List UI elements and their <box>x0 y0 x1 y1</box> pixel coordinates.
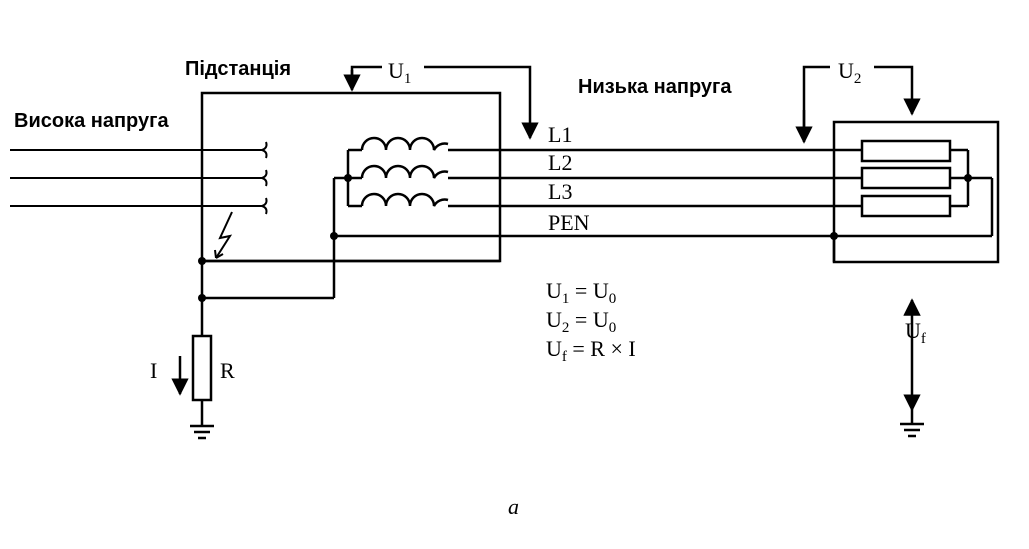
current-label: I <box>150 358 157 383</box>
consumer-ground-icon <box>900 410 924 438</box>
l1-label: L1 <box>548 122 572 147</box>
equation-2: U2 = U0 <box>546 307 616 336</box>
substation-earth-wiring <box>200 178 500 336</box>
equations: U1 = U0 U2 = U0 Uf = R × I <box>546 278 636 365</box>
high-voltage-lines <box>10 141 268 215</box>
transformer-windings <box>334 136 449 208</box>
substation-label: Підстанція <box>185 58 291 80</box>
earth-resistor <box>191 334 213 402</box>
resistor-label: R <box>220 358 235 383</box>
consumer-loads <box>832 139 994 262</box>
low-voltage-label: Низька напруга <box>578 76 732 98</box>
u2-label: U2 <box>838 58 861 87</box>
l2-label: L2 <box>548 150 572 175</box>
fault-lightning-icon <box>215 211 233 259</box>
junction-dots <box>198 174 972 302</box>
u1-indicator <box>343 65 539 140</box>
consumer-box <box>832 120 1000 264</box>
figure-caption: a <box>508 494 519 519</box>
equation-1: U1 = U0 <box>546 278 616 307</box>
substation-ground-icon <box>190 424 214 440</box>
u2-indicator <box>795 65 921 144</box>
low-voltage-lines <box>334 148 992 238</box>
uf-label: Uf <box>905 318 926 347</box>
u1-label: U1 <box>388 58 411 87</box>
equation-3: Uf = R × I <box>546 336 636 365</box>
pen-label: PEN <box>548 210 590 235</box>
high-voltage-label: Висока напруга <box>14 110 169 132</box>
l3-label: L3 <box>548 179 572 204</box>
